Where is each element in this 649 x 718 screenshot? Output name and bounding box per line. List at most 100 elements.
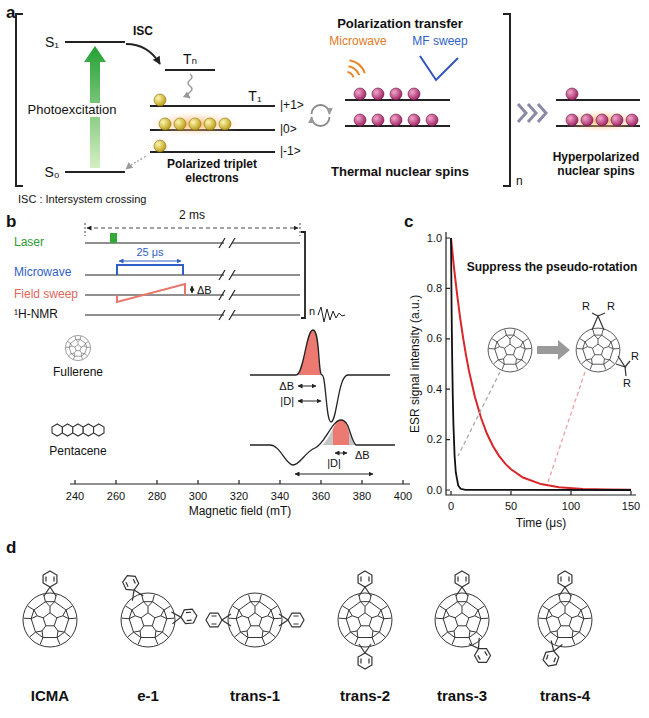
panel-letter: b	[6, 212, 16, 232]
timing-baseline	[219, 238, 235, 248]
axis-tick: 400	[394, 490, 412, 503]
microwave-symbol	[347, 60, 364, 77]
fullerene-derivative	[542, 640, 564, 668]
field-sweep-symbol	[420, 56, 458, 80]
axis-tick: 0	[448, 500, 454, 513]
channel-label: ¹H-NMR	[14, 308, 58, 322]
plot-axis	[446, 238, 450, 490]
state-label: Tₙ	[183, 51, 197, 67]
field-axis	[70, 480, 410, 484]
state-label: T₁	[248, 88, 261, 104]
microwave-symbol	[348, 66, 359, 75]
delta-b-arrow	[192, 286, 193, 293]
dimension-label: ΔB	[353, 449, 372, 462]
molecule-illustration	[576, 328, 620, 372]
energy-level	[65, 171, 125, 173]
axis-tick: 320	[230, 490, 248, 503]
axis-tick: 360	[312, 490, 330, 503]
field-axis	[70, 483, 410, 484]
microwave-pulse	[119, 261, 181, 262]
fullerene-derivative	[171, 609, 197, 625]
fullerene-spectrum	[250, 330, 390, 422]
method-label: Microwave	[329, 35, 386, 49]
duration-label: 2 ms	[179, 209, 205, 223]
state-label: S₀	[44, 164, 59, 180]
axis-tick: 260	[107, 490, 125, 503]
isc-arrow	[126, 156, 146, 169]
heading: Polarization transfer	[337, 17, 463, 32]
fullerene-derivative	[279, 613, 304, 627]
channel-label: Laser	[14, 236, 44, 250]
substituent-label: R	[623, 377, 631, 390]
nuclear-spin	[566, 114, 578, 126]
axis-tick: 280	[148, 490, 166, 503]
panel-letter: c	[404, 212, 413, 232]
fullerene-derivative	[121, 573, 144, 602]
period-arrow	[85, 223, 300, 236]
repeat-bracket	[301, 232, 305, 318]
panel-letter: d	[6, 538, 16, 558]
laser-pulse	[110, 233, 117, 243]
molecule-name: trans-4	[540, 687, 590, 704]
guide-line	[458, 372, 585, 482]
pentacene-spectrum	[295, 474, 373, 475]
molecule-name: ICMA	[31, 687, 69, 704]
nmr-signal	[318, 307, 345, 322]
nuclear-spin	[408, 114, 420, 126]
fullerene-derivative	[435, 593, 489, 647]
axis-tick: 0.0	[427, 484, 442, 497]
timing-baseline	[85, 238, 300, 320]
dimension-label: |D|	[280, 395, 294, 408]
nuclear-spin	[560, 110, 644, 132]
microwave-symbol	[347, 72, 353, 77]
process-label: ISC	[133, 25, 153, 39]
axis-tick: 240	[66, 490, 84, 503]
fullerene-derivative	[23, 571, 77, 647]
repeat-count: n	[516, 175, 523, 189]
caption: Polarized triplet electrons	[147, 158, 277, 186]
dimension-label: |D|	[327, 457, 341, 470]
repeat-bracket	[16, 14, 23, 186]
fullerene-derivative	[206, 593, 304, 647]
molecule-illustration	[592, 313, 605, 330]
axis-tick: 300	[189, 490, 207, 503]
electron-spin	[149, 94, 241, 152]
isc-arrow	[126, 44, 160, 64]
axis-tick: 1.0	[427, 232, 442, 245]
substituent-label: R	[582, 300, 590, 313]
axis-tick: 50	[505, 500, 517, 513]
energy-level	[65, 41, 125, 43]
molecule-name: trans-3	[437, 687, 487, 704]
electron-spin	[189, 118, 201, 130]
axis-title: Time (μs)	[516, 517, 566, 531]
delta-b-arrow	[192, 286, 193, 293]
axis-tick: 380	[353, 490, 371, 503]
electron-spin	[149, 112, 241, 136]
axis-tick: 100	[562, 500, 580, 513]
decay-curve	[451, 238, 631, 490]
guide-line	[548, 372, 585, 482]
electron-spin	[154, 94, 166, 106]
laser-pulse	[110, 233, 117, 243]
axis-title: ESR signal intensity (a.u.)	[409, 295, 423, 433]
timing-baseline	[85, 314, 300, 315]
repeat-bracket	[301, 232, 305, 318]
isc-arrow	[188, 74, 192, 98]
fullerene-derivative	[23, 571, 592, 669]
electron-spin	[159, 118, 171, 130]
molecule-icon	[52, 424, 104, 436]
plot-axis	[451, 491, 631, 495]
molecule-name: Pentacene	[49, 445, 106, 459]
molecule-illustration	[488, 313, 630, 376]
nuclear-spin	[566, 88, 578, 100]
electron-spin	[174, 118, 186, 130]
channel-label: Field sweep	[14, 288, 78, 302]
fullerene-derivative	[538, 571, 592, 668]
nuclear-spin	[354, 114, 366, 126]
isc-arrow	[126, 44, 192, 169]
timing-baseline	[85, 242, 300, 243]
fullerene-spectrum	[298, 386, 316, 387]
panel-letter: a	[6, 3, 15, 23]
axis-tick: 150	[622, 500, 640, 513]
